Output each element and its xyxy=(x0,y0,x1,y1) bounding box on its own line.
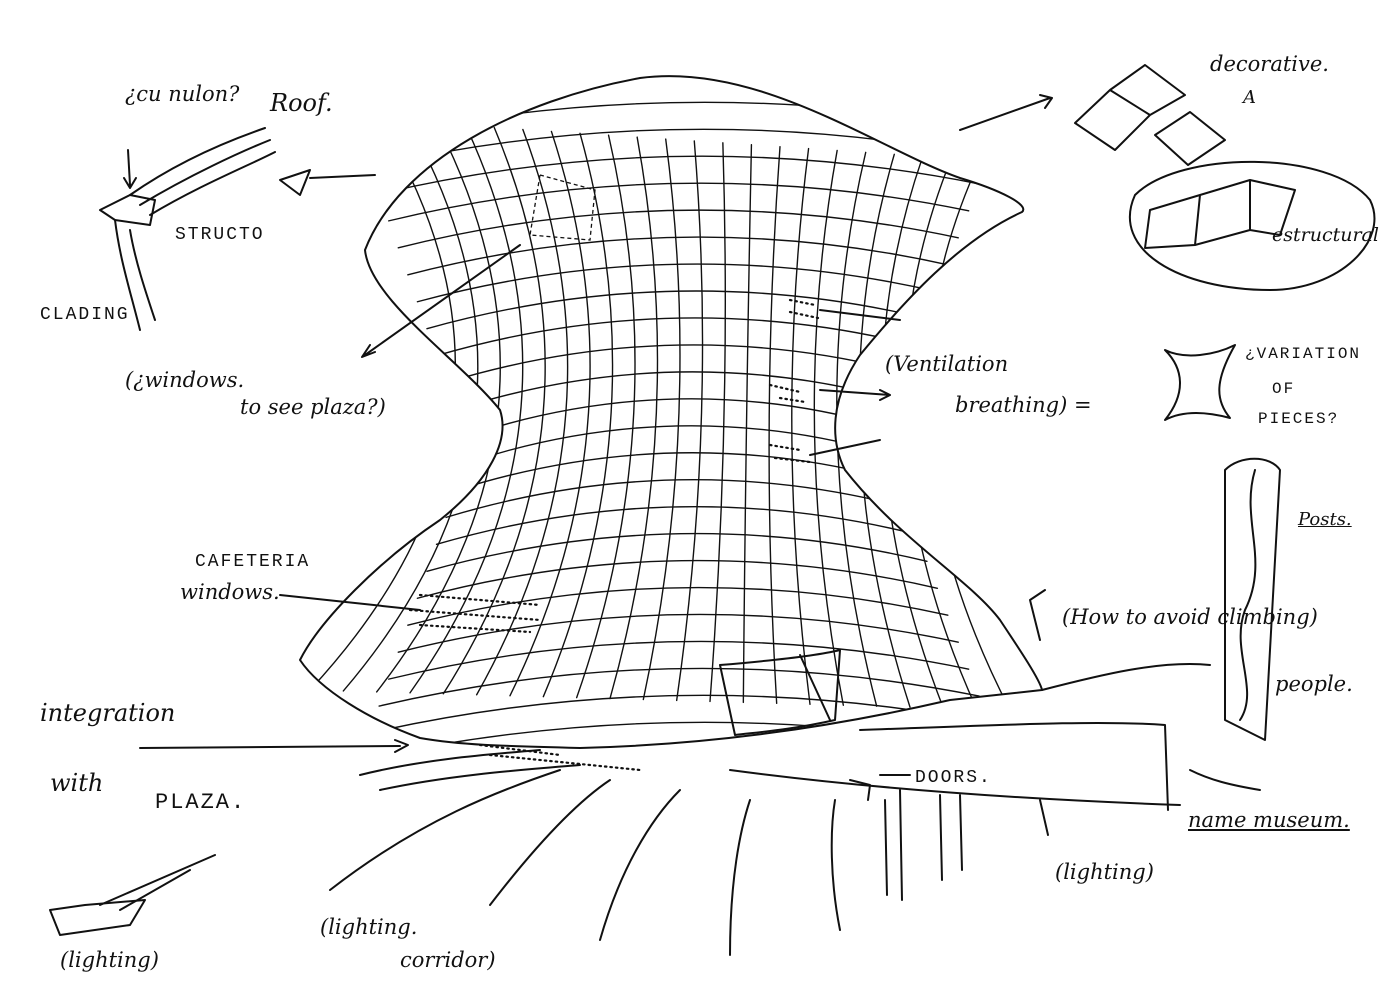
grid-line xyxy=(813,149,845,706)
grid-line xyxy=(416,559,939,599)
ventilation-hatching xyxy=(768,298,820,464)
grid-line xyxy=(609,136,659,700)
label-variation-3: PIECES? xyxy=(1258,410,1340,428)
detail-lighting-corner xyxy=(49,854,216,936)
grid-line xyxy=(464,398,886,438)
label-lighting-bottom-2: corridor) xyxy=(400,948,496,972)
grid-line xyxy=(378,155,980,195)
detail-roof-structure xyxy=(99,127,376,331)
grid-line xyxy=(881,155,945,709)
grid-line xyxy=(925,159,1011,711)
grid-line xyxy=(407,236,949,276)
grid-line xyxy=(454,452,897,492)
grid-line xyxy=(409,125,524,694)
grid-line xyxy=(675,140,704,702)
label-doors: DOORS. xyxy=(915,768,992,788)
pointer-arrows xyxy=(279,244,1049,836)
label-ventilation-2: breathing) = xyxy=(955,393,1092,417)
detail-decorative-pieces xyxy=(959,64,1376,291)
label-decorative-a: A xyxy=(1243,87,1256,108)
grid-line xyxy=(378,667,980,707)
label-structo: STRUCTO xyxy=(175,225,265,245)
grid-line xyxy=(397,613,959,653)
label-variation-2: OF xyxy=(1272,380,1296,398)
grid-line xyxy=(709,142,727,703)
detail-variation-piece xyxy=(1164,344,1236,421)
label-posts: Posts. xyxy=(1298,509,1352,530)
grid-line xyxy=(407,586,949,626)
grid-line xyxy=(742,144,753,704)
plaza-lighting-dots xyxy=(478,743,642,772)
label-roof: Roof. xyxy=(270,89,333,117)
label-variation-1: ¿VARIATION xyxy=(1245,345,1362,363)
label-lighting-bottom-1: (lighting. xyxy=(320,915,418,939)
label-decorative: decorative. xyxy=(1210,52,1329,76)
grid-line xyxy=(359,101,1001,141)
label-cafeteria-1: CAFETERIA xyxy=(195,552,311,572)
hyperboloid-shell xyxy=(299,75,1043,772)
window-panel-upper xyxy=(529,174,596,241)
label-estructural: estructural xyxy=(1272,224,1379,246)
label-cafeteria-2: windows. xyxy=(180,580,280,604)
grid-line xyxy=(642,138,681,701)
grid-line xyxy=(542,132,614,698)
grid-line xyxy=(791,147,811,705)
label-lighting-left: (lighting) xyxy=(60,948,159,972)
label-integration-3: PLAZA. xyxy=(155,790,247,815)
grid-line xyxy=(768,145,781,705)
shell-grid-lines-b xyxy=(359,101,1001,748)
grid-line xyxy=(426,532,928,573)
grid-line xyxy=(387,640,970,680)
grid-line xyxy=(368,694,991,734)
label-lighting-right: (lighting) xyxy=(1055,860,1154,884)
label-climbing-2: people. xyxy=(1275,672,1353,696)
plaza-ground xyxy=(139,649,1261,956)
grid-line xyxy=(464,425,886,465)
label-name-museum: name museum. xyxy=(1188,808,1350,832)
shell-grid-lines-a xyxy=(309,119,1011,711)
grid-line xyxy=(435,505,918,546)
grid-line xyxy=(426,290,928,330)
label-integration-2: with xyxy=(50,769,104,797)
grid-line xyxy=(368,128,991,168)
label-cladding: CLADING xyxy=(40,305,130,325)
grid-line xyxy=(509,130,591,697)
label-escuador: ¿cu nulon? xyxy=(125,82,240,106)
grid-line xyxy=(454,371,897,411)
label-windows-2: to see plaza?) xyxy=(240,395,386,419)
grid-line xyxy=(445,479,907,519)
grid-line xyxy=(416,263,939,303)
grid-line xyxy=(858,153,911,708)
grid-line xyxy=(442,126,546,695)
detail-post xyxy=(1224,457,1281,741)
label-windows-1: (¿windows. xyxy=(125,368,245,392)
label-integration-1: integration xyxy=(40,699,176,727)
grid-line xyxy=(387,182,970,222)
cafeteria-windows-hatching xyxy=(408,593,542,634)
grid-line xyxy=(435,317,918,357)
grid-line xyxy=(397,209,959,249)
grid-line xyxy=(445,344,907,384)
label-ventilation-1: (Ventilation xyxy=(885,352,1009,376)
label-climbing-1: (How to avoid climbing) xyxy=(1062,605,1318,629)
grid-line xyxy=(575,134,636,699)
